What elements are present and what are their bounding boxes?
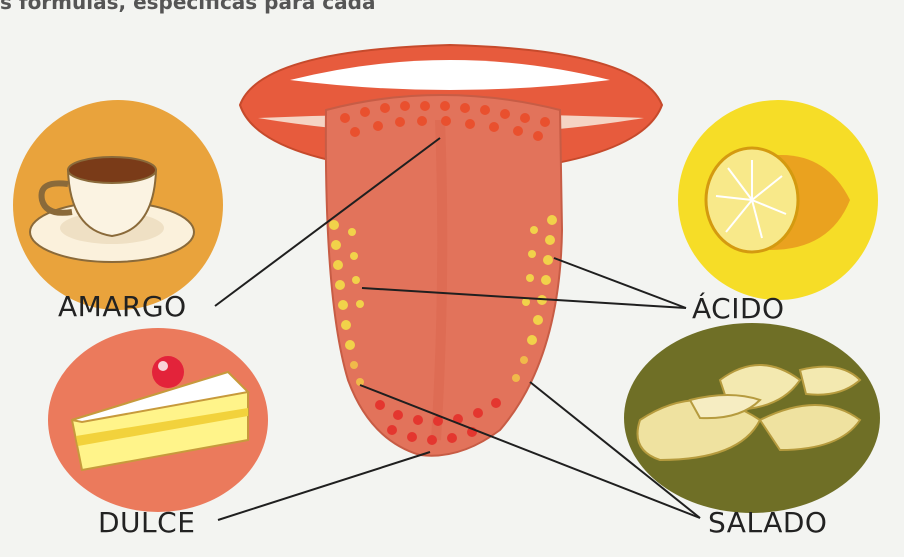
header-text-fragment: s fórmulas, específicas para cada xyxy=(0,0,375,14)
label-salty: SALADO xyxy=(708,506,827,539)
tongue xyxy=(326,95,562,456)
lemon-half-icon xyxy=(678,100,878,300)
label-sour: ÁCIDO xyxy=(692,292,785,325)
coffee-cup-icon xyxy=(13,100,223,310)
potato-chips-icon xyxy=(624,323,880,513)
label-sweet: DULCE xyxy=(98,506,195,539)
cake-slice-icon xyxy=(48,328,268,512)
label-bitter: AMARGO xyxy=(58,290,187,323)
